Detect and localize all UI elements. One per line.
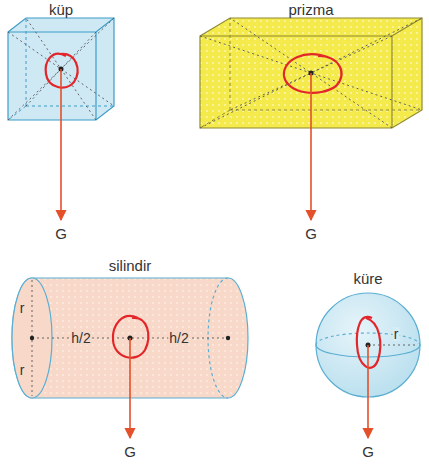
- radius-label: r: [19, 363, 26, 377]
- weight-label: G: [54, 226, 68, 241]
- solid-figure: prizma: [196, 0, 426, 132]
- solid-name: küre: [352, 271, 383, 286]
- solid-name: prizma: [287, 2, 334, 17]
- solid-figure: küp: [4, 0, 122, 124]
- radius-label: r: [19, 301, 26, 315]
- solid-figure: küre r: [312, 268, 426, 400]
- weight-label: G: [304, 226, 318, 241]
- weight-label: G: [123, 444, 137, 459]
- weight-label: G: [361, 444, 375, 459]
- solid-figure: silindir r r h/2 h/2: [6, 252, 254, 402]
- weight-arrow: [61, 69, 368, 438]
- center-mark: [46, 54, 381, 368]
- dimension-label: h/2: [70, 331, 91, 345]
- radius-label: r: [393, 327, 400, 341]
- dimension-label: h/2: [168, 331, 189, 345]
- solid-name: küp: [48, 2, 74, 17]
- solid-name: silindir: [108, 258, 153, 273]
